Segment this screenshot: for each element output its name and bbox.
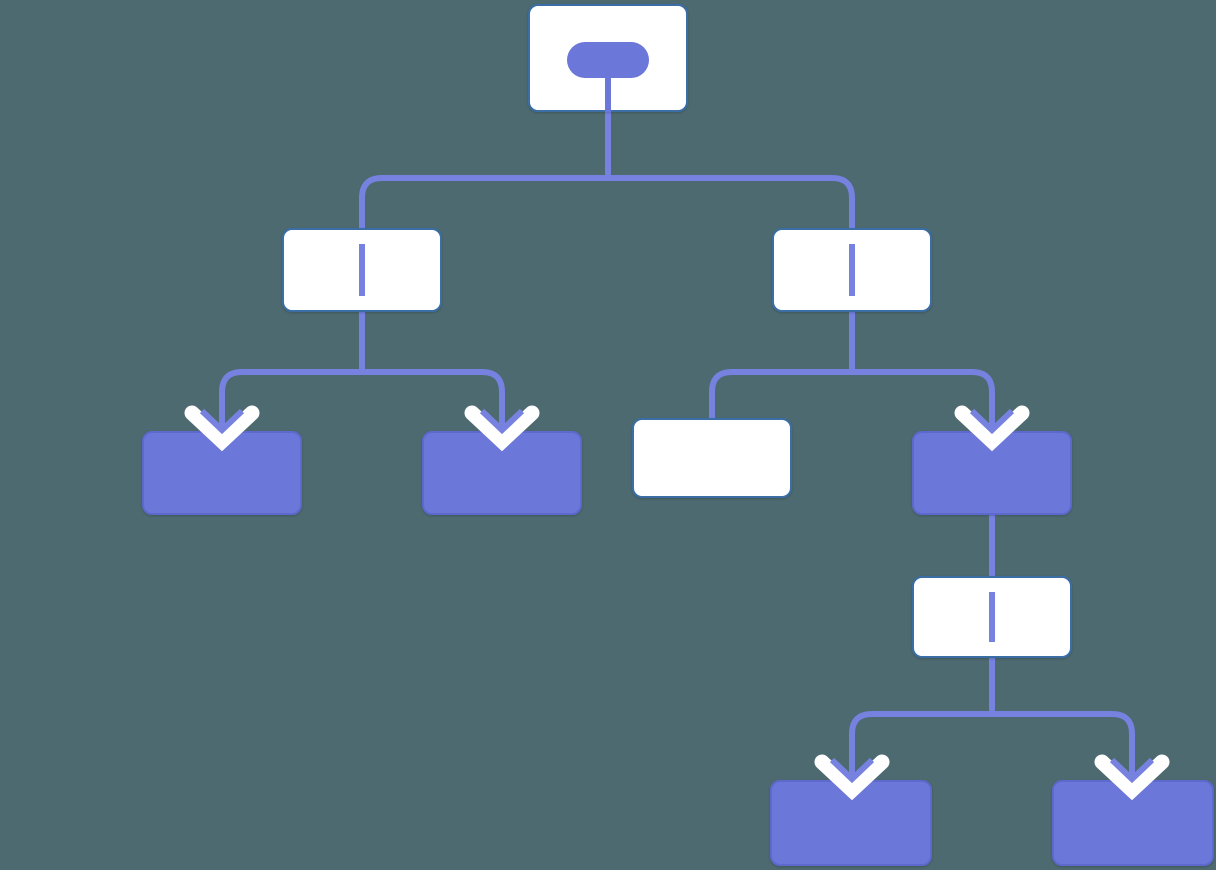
root-stem-line <box>605 74 611 112</box>
level3-node-d[interactable] <box>912 431 1072 515</box>
level3-node-a[interactable] <box>142 431 302 515</box>
root-pill-shape <box>567 42 649 78</box>
edge-level2right-to-l3d <box>849 312 995 431</box>
level3-node-b[interactable] <box>422 431 582 515</box>
level2-left-node[interactable] <box>282 228 442 312</box>
edge-root-to-level2-right <box>605 112 855 228</box>
edge-l4a-to-l5a <box>849 658 995 780</box>
edge-level2left-to-l3b <box>359 312 505 431</box>
edge-l4a-to-l5b <box>989 658 1135 780</box>
level2-right-node[interactable] <box>772 228 932 312</box>
level3-node-c[interactable] <box>632 418 792 498</box>
passthrough-connector-line <box>849 244 855 296</box>
level5-node-left[interactable] <box>770 780 932 866</box>
passthrough-connector-line <box>989 592 995 642</box>
passthrough-connector-line <box>359 244 365 296</box>
root-node[interactable] <box>528 4 688 112</box>
level4-node[interactable] <box>912 576 1072 658</box>
edge-level2left-to-l3a <box>219 312 365 431</box>
level5-node-right[interactable] <box>1052 780 1214 866</box>
edge-level2right-to-l3c <box>709 312 855 418</box>
edge-root-to-level2 <box>359 112 611 228</box>
